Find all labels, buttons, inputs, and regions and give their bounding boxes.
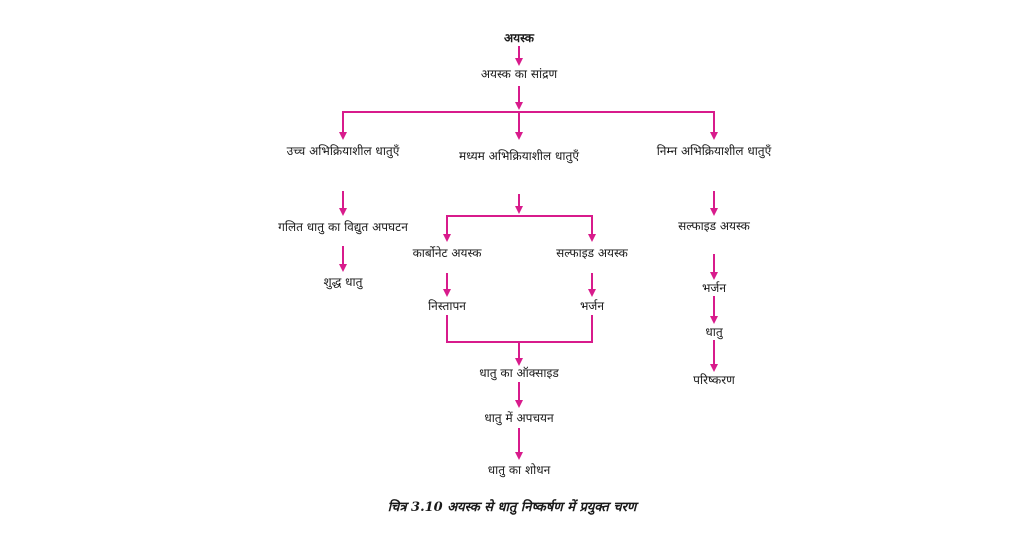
concentration-label: अयस्क का सांद्रण xyxy=(480,67,558,81)
sulphide-ore-medium-label: सल्फाइड अयस्क xyxy=(556,246,628,260)
low-reactivity-label: निम्न अभिक्रियाशील धातुएँ xyxy=(656,144,772,158)
sulphide-ore-low-label: सल्फाइड अयस्क xyxy=(678,219,750,233)
pure-metal-label: शुद्ध धातु xyxy=(323,275,363,289)
roasting-medium-label: भर्जन xyxy=(579,299,605,313)
electrolysis-label: गलित धातु का विद्युत अपघटन xyxy=(278,220,408,234)
purification-label: परिष्करण xyxy=(693,373,735,387)
reduction-label: धातु में अपचयन xyxy=(484,411,554,425)
figure-caption: चित्र 3.10 अयस्क से धातु निष्कर्षण में प… xyxy=(387,500,637,515)
refining-label: धातु का शोधन xyxy=(487,463,551,477)
calcination-label: निस्तापन xyxy=(428,299,466,313)
carbonate-ore-label: कार्बोनेट अयस्क xyxy=(412,246,482,260)
metal-low-label: धातु xyxy=(705,325,723,339)
high-reactivity-label: उच्च अभिक्रियाशील धातुएँ xyxy=(286,144,400,158)
medium-reactivity-label: मध्यम अभिक्रियाशील धातुएँ xyxy=(459,149,579,163)
roasting-low-label: भर्जन xyxy=(701,281,727,295)
root-ore-label: अयस्क xyxy=(503,31,535,45)
metal-oxide-label: धातु का ऑक्साइड xyxy=(479,366,559,380)
